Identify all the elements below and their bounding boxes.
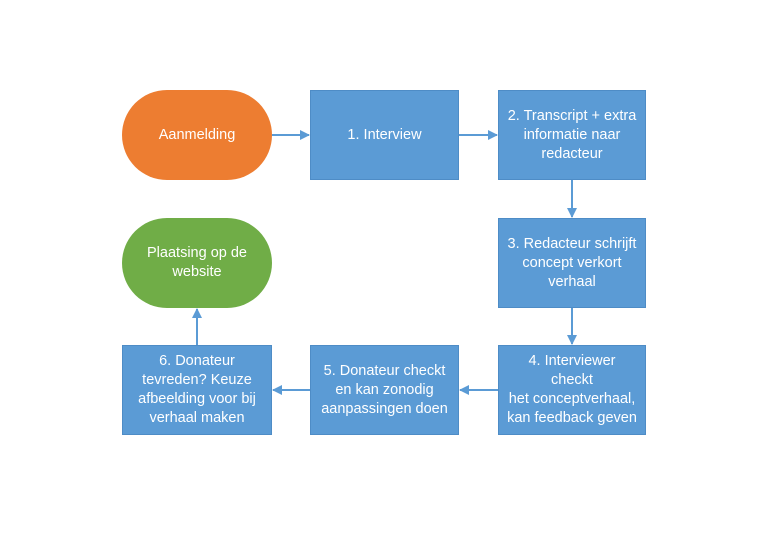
node-plaatsing-label: Plaatsing op de website bbox=[147, 245, 247, 280]
node-aanmelding: Aanmelding bbox=[122, 90, 272, 180]
node-step-5-label: 5. Donateur checkt en kan zonodig aanpas… bbox=[321, 362, 448, 417]
node-step-6-donateur-tevreden: 6. Donateur tevreden? Keuze afbeelding v… bbox=[122, 345, 272, 435]
node-step-1-interview: 1. Interview bbox=[310, 90, 459, 180]
node-step-3-redacteur: 3. Redacteur schrijft concept verkort ve… bbox=[498, 218, 646, 308]
node-step-2-label: 2. Transcript + extra informatie naar re… bbox=[507, 107, 637, 162]
node-step-5-donateur-checkt: 5. Donateur checkt en kan zonodig aanpas… bbox=[310, 345, 459, 435]
node-step-1-label: 1. Interview bbox=[347, 126, 422, 143]
node-step-4-interviewer: 4. Interviewer checkt het conceptverhaal… bbox=[498, 345, 646, 435]
node-step-3-label: 3. Redacteur schrijft concept verkort ve… bbox=[507, 235, 637, 290]
node-aanmelding-label: Aanmelding bbox=[158, 126, 236, 143]
node-step-6-label: 6. Donateur tevreden? Keuze afbeelding v… bbox=[138, 353, 256, 426]
node-step-2-transcript: 2. Transcript + extra informatie naar re… bbox=[498, 90, 646, 180]
node-plaatsing-website: Plaatsing op de website bbox=[122, 218, 272, 308]
node-step-4-label: 4. Interviewer checkt het conceptverhaal… bbox=[507, 353, 637, 426]
